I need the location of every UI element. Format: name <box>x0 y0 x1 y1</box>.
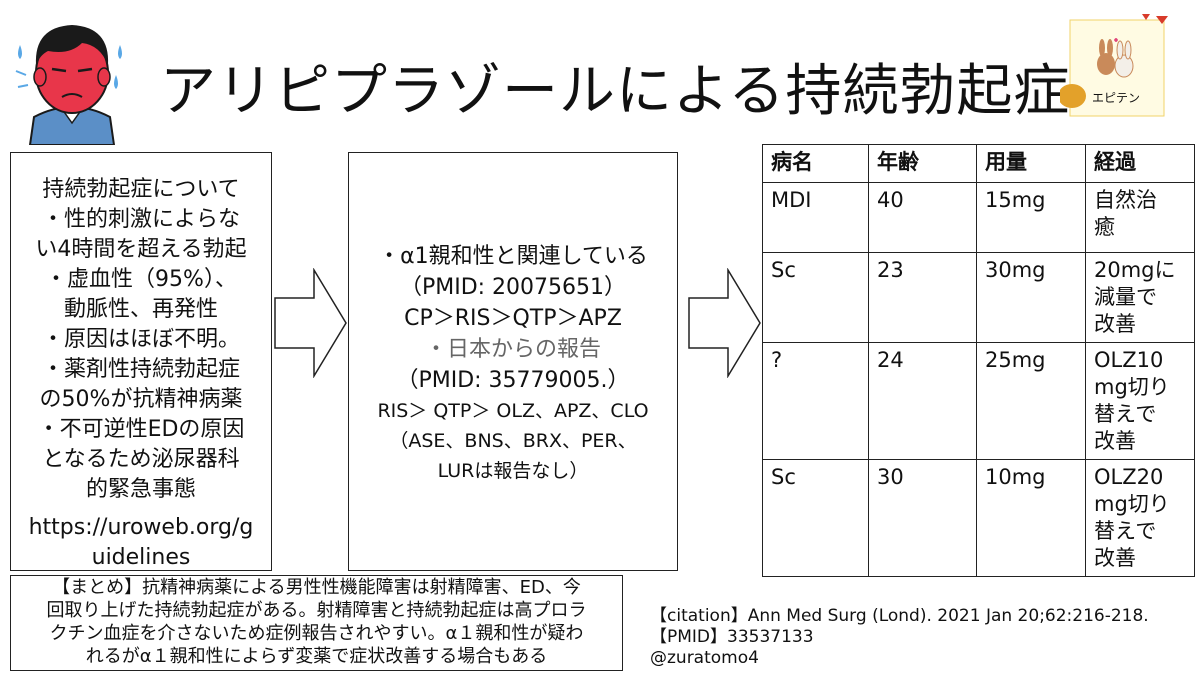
ranking-line: CP＞RIS＞QTP＞APZ <box>404 306 622 331</box>
summary-line: 回取り上げた持続勃起症がある。射精障害と持続勃起症は高プロラ <box>46 600 587 621</box>
cell-age: 30 <box>868 459 977 577</box>
right-arrow-icon <box>688 268 761 378</box>
table-header-row: 病名 年齢 用量 経過 <box>762 144 1195 183</box>
page-title: アリピプラゾールによる持続勃起症 <box>160 59 1071 124</box>
overview-line: 動脈性、再発性 <box>63 297 218 322</box>
citation-line: 【citation】Ann Med Surg (Lond). 2021 Jan … <box>650 606 1149 626</box>
epiten-logo: エピテン <box>1060 14 1168 117</box>
overview-line: ・薬剤性持続勃起症 <box>41 357 240 382</box>
table-row: Sc 23 30mg 20mgに減量で改善 <box>762 252 1195 343</box>
cell-course: 自然治癒 <box>1085 182 1195 253</box>
cell-dose: 10mg <box>976 459 1086 577</box>
guideline-url-cont: uidelines <box>91 545 191 570</box>
right-arrow-icon <box>274 268 347 378</box>
overview-line: い4時間を超える勃起 <box>35 237 247 262</box>
overview-line: ・性的刺激によらな <box>41 207 240 232</box>
cell-age: 23 <box>868 252 977 343</box>
author-handle: @zuratomo4 <box>650 648 759 668</box>
summary-line: 【まとめ】抗精神病薬による男性性機能障害は射精障害、ED、今 <box>52 577 581 598</box>
cell-diagnosis: Sc <box>762 252 869 343</box>
ranking-line: RIS＞ QTP＞ OLZ、APZ、CLO <box>377 400 649 422</box>
overview-line: となるため泌尿器科 <box>42 447 240 472</box>
header-age: 年齢 <box>868 144 977 183</box>
cell-diagnosis: Sc <box>762 459 869 577</box>
overview-line: の50%が抗精神病薬 <box>39 387 243 412</box>
summary-box: 【まとめ】抗精神病薬による男性性機能障害は射精障害、ED、今 回取り上げた持続勃… <box>10 575 623 671</box>
cell-dose: 30mg <box>976 252 1086 343</box>
overview-line: 的緊急事態 <box>85 477 196 502</box>
citation-block: 【citation】Ann Med Surg (Lond). 2021 Jan … <box>650 606 1149 669</box>
not-reported-line: （ASE、BNS、BRX、PER、 <box>389 430 637 452</box>
cell-course: 20mgに減量で改善 <box>1085 252 1195 343</box>
priapism-overview-box: 持続勃起症について ・性的刺激によらな い4時間を超える勃起 ・虚血性（95%）… <box>10 152 272 571</box>
logo-text: エピテン <box>1092 91 1140 105</box>
guideline-url: https://uroweb.org/g <box>28 515 254 540</box>
affinity-line: ・α1親和性と関連している <box>378 244 648 269</box>
table-row: MDI 40 15mg 自然治癒 <box>762 182 1195 253</box>
cell-dose: 25mg <box>976 342 1086 460</box>
cell-diagnosis: MDI <box>762 182 869 253</box>
japan-report-line: ・日本からの報告 <box>424 337 601 362</box>
alpha1-affinity-box: ・α1親和性と関連している （PMID: 20075651） CP＞RIS＞QT… <box>348 152 678 571</box>
overview-line: ・原因はほぼ不明。 <box>41 327 240 352</box>
pmid-line: 【PMID】33537133 <box>650 627 814 647</box>
cell-age: 40 <box>868 182 977 253</box>
overview-line: 持続勃起症について <box>42 177 240 202</box>
not-reported-line: LURは報告なし） <box>437 460 589 482</box>
header-course: 経過 <box>1085 144 1195 183</box>
cell-age: 24 <box>868 342 977 460</box>
cell-dose: 15mg <box>976 182 1086 253</box>
cell-diagnosis: ? <box>762 342 869 460</box>
pmid-line: （PMID: 20075651） <box>399 275 627 300</box>
header-dose: 用量 <box>976 144 1086 183</box>
summary-line: クチン血症を介さないため症例報告されやすい。α１親和性が疑わ <box>49 623 584 644</box>
summary-line: れるがα１親和性によらず変薬で症状改善する場合もある <box>85 646 548 667</box>
case-table: 病名 年齢 用量 経過 MDI 40 15mg 自然治癒 Sc 23 30mg … <box>762 144 1195 577</box>
overview-line: ・虚血性（95%）、 <box>45 267 237 292</box>
header-diagnosis: 病名 <box>762 144 869 183</box>
pmid-line: （PMID: 35779005.） <box>396 368 630 393</box>
worried-man-illustration <box>15 25 122 145</box>
overview-line: ・不可逆性EDの原因 <box>37 417 245 442</box>
